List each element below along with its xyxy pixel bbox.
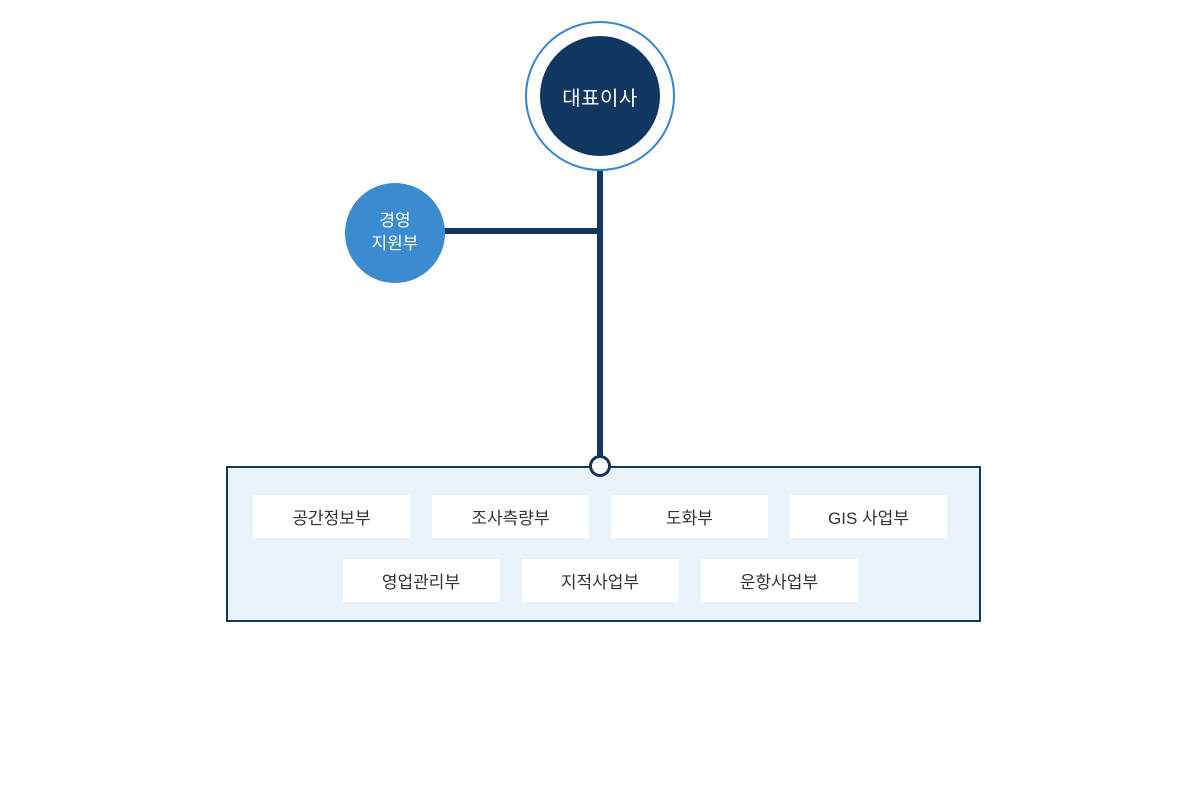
dept-box-survey-measurement: 조사측량부 (432, 495, 589, 538)
management-support-node: 경영 지원부 (345, 183, 445, 283)
dept-box-flight-operations: 운항사업부 (700, 559, 858, 602)
departments-panel: 공간정보부 조사측량부 도화부 GIS 사업부 영업관리부 지적사업부 운항사업… (226, 466, 981, 622)
dept-box-gis-business: GIS 사업부 (790, 495, 947, 538)
dept-box-spatial-information: 공간정보부 (253, 495, 410, 538)
ceo-node-ring: 대표이사 (525, 21, 675, 171)
departments-row-2: 영업관리부 지적사업부 운항사업부 (342, 559, 858, 602)
dept-box-sales-management: 영업관리부 (342, 559, 500, 602)
connector-vertical-line (597, 160, 603, 458)
ceo-node: 대표이사 (540, 36, 660, 156)
connector-horizontal-line (430, 228, 603, 234)
dept-box-mapping: 도화부 (611, 495, 768, 538)
connector-junction-dot (589, 455, 611, 477)
dept-box-cadastral-business: 지적사업부 (521, 559, 679, 602)
management-support-label-line1: 경영 (379, 211, 411, 231)
ceo-label: 대표이사 (562, 87, 638, 110)
departments-row-1: 공간정보부 조사측량부 도화부 GIS 사업부 (253, 495, 947, 538)
management-support-label-line2: 지원부 (371, 234, 419, 253)
